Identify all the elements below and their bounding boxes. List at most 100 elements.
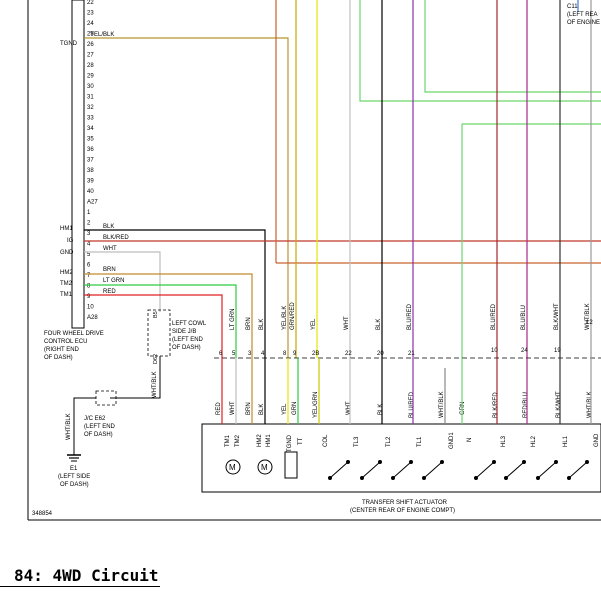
jc-label-line1: J/C E62 — [84, 416, 106, 422]
ground-icon — [67, 454, 81, 462]
ecu-pin-number: 35 — [87, 137, 94, 143]
ecu-pin-number: 37 — [87, 158, 94, 164]
connector-labels: 6 5 3 4 8 9 2B 22 20 21 10 24 19 12 — [219, 320, 593, 357]
conn-label-6: 9 — [293, 351, 297, 357]
figure-id: 348854 — [32, 511, 53, 517]
ig-signal: IG — [67, 238, 74, 244]
jc-label-line3: OF DASH) — [84, 432, 113, 438]
ecu-label-line4: OF DASH) — [44, 355, 73, 361]
vlabel-wht: WHT — [344, 316, 350, 330]
wire-green-run-a — [359, 0, 601, 102]
gnd-signal: GND — [60, 250, 74, 256]
tgnd-pin-label: TGND — [60, 41, 78, 47]
jb-label-line4: OF DASH) — [172, 345, 201, 351]
act-wire-4: BLK — [259, 404, 265, 415]
act-signal-tm2: TM2 — [235, 434, 241, 447]
conn-label-7: 2B — [312, 351, 319, 357]
act-signal-tl3: TL3 — [354, 436, 360, 447]
wire-tgnd — [84, 37, 289, 358]
ecu-pin-number: 29 — [87, 74, 94, 80]
conn-label-5: 8 — [283, 351, 287, 357]
act-signal-tl1: TL1 — [417, 436, 423, 447]
corner-label-line3: OF ENGINE — [567, 20, 600, 26]
actuator-label-line1: TRANSFER SHIFT ACTUATOR — [362, 500, 448, 506]
wire-jb-to-jc — [110, 356, 161, 399]
actuator-box — [201, 423, 601, 493]
actuator-label-line2: (CENTER REAR OF ENGINE COMPT) — [350, 508, 455, 514]
wire-gnd-label: WHT — [103, 246, 117, 252]
ecu-pin-number: 30 — [87, 84, 94, 90]
wire-tm2-label: LT GRN — [103, 278, 124, 284]
jc-label-line2: (LEFT END — [84, 424, 116, 430]
act-wire-8: WHT — [346, 401, 352, 415]
wire-hm1-blk — [84, 229, 266, 358]
ecu-pin-number: A28 — [87, 315, 98, 321]
act-signal-hm1: HM1 — [266, 434, 272, 447]
ecu-pin-number: 2 — [87, 221, 91, 227]
act-signal-n: N — [467, 438, 473, 442]
jb-pin-b5: B5 — [153, 311, 159, 318]
wire-hm2-brn — [84, 273, 253, 358]
act-wire-5: YEL — [282, 403, 288, 415]
vlabel-yel: YEL — [311, 318, 317, 330]
act-wire-11: WHT/BLK — [439, 391, 445, 418]
conn-label-14: 12 — [586, 320, 593, 326]
tm2-signal: TM2 — [60, 281, 73, 287]
vlabel-blkwht: BLK/WHT — [554, 303, 560, 330]
act-signal-col: COL — [323, 434, 329, 447]
ecu-pin-number: 33 — [87, 116, 94, 122]
wire-tm1-red — [84, 294, 223, 358]
conn-label-8: 22 — [345, 351, 352, 357]
ecu-pin-number: 6 — [87, 263, 91, 269]
conn-label-11: 10 — [491, 348, 498, 354]
conn-label-1: 6 — [219, 351, 223, 357]
wire-gnd-wht — [84, 251, 161, 312]
ecu-pin-number: 38 — [87, 168, 94, 174]
ecu-pin-number: 34 — [87, 126, 94, 132]
wire-tm2-ltgrn — [84, 284, 237, 358]
act-signal-hl1: HL1 — [563, 435, 569, 447]
motor-icon-2: M — [257, 459, 273, 475]
jb-label-line1: LEFT COWL — [172, 321, 207, 327]
act-wire-15: BLK/WHT — [556, 391, 562, 418]
ecu-pin-number: 25 — [87, 32, 94, 38]
tm1-signal: TM1 — [60, 292, 73, 298]
ecu-pin-number: 31 — [87, 95, 94, 101]
junction-block — [147, 309, 171, 357]
jb-pin-d62: D62 — [153, 354, 159, 364]
ecu-pin-number: 36 — [87, 147, 94, 153]
caption: 84: 4WD Circuit — [14, 566, 159, 585]
act-wire-2: WHT — [230, 401, 236, 415]
ecu-pin-number: 10 — [87, 305, 94, 311]
wire-ig-label: BLK/RED — [103, 235, 129, 241]
act-signal-gnd: GND — [594, 433, 600, 447]
conn-label-3: 3 — [248, 351, 252, 357]
ecu-pin-number: 7 — [87, 273, 91, 279]
svg-text:M: M — [229, 463, 236, 472]
vlabel-blk-2: BLK — [376, 319, 382, 330]
act-wire-14: RED/BLU — [523, 392, 529, 418]
vlabel-ltgrn: LT GRN — [230, 309, 236, 330]
ecu-pin-number: 22 — [87, 0, 94, 6]
act-wire-7: YEL/GRN — [313, 392, 319, 418]
wire-hm1-label: BLK — [103, 224, 114, 230]
act-wire-3: BRN — [246, 402, 252, 415]
act-wire-12: GRN — [460, 402, 466, 415]
ecu-pin-number: 5 — [87, 252, 91, 258]
ecu-pin-number: 24 — [87, 21, 94, 27]
hm1-signal: HM1 — [60, 226, 73, 232]
vlabel-grnred: GRN/RED — [290, 302, 296, 330]
ground-label-line2: (LEFT SIDE — [58, 474, 90, 480]
vlabel-brn: BRN — [246, 317, 252, 330]
corner-label-line1: C11 — [567, 4, 578, 10]
wire-tgnd-label: YEL/BLK — [90, 32, 114, 38]
ecu-pin-numbers: 22232425262728293031323334353637383940A2… — [87, 0, 98, 321]
conn-label-10: 21 — [408, 351, 415, 357]
wire-hm2-label: BRN — [103, 267, 116, 273]
act-signal-tgnd: TGND — [287, 434, 293, 452]
ecu-pin-number: 9 — [87, 294, 91, 300]
vlabel-blublu: BLU/BLU — [521, 305, 527, 330]
wire-ground — [73, 397, 96, 455]
vlabel-blured: BLU/RED — [407, 303, 413, 330]
ground-label-line3: OF DASH) — [60, 482, 89, 488]
